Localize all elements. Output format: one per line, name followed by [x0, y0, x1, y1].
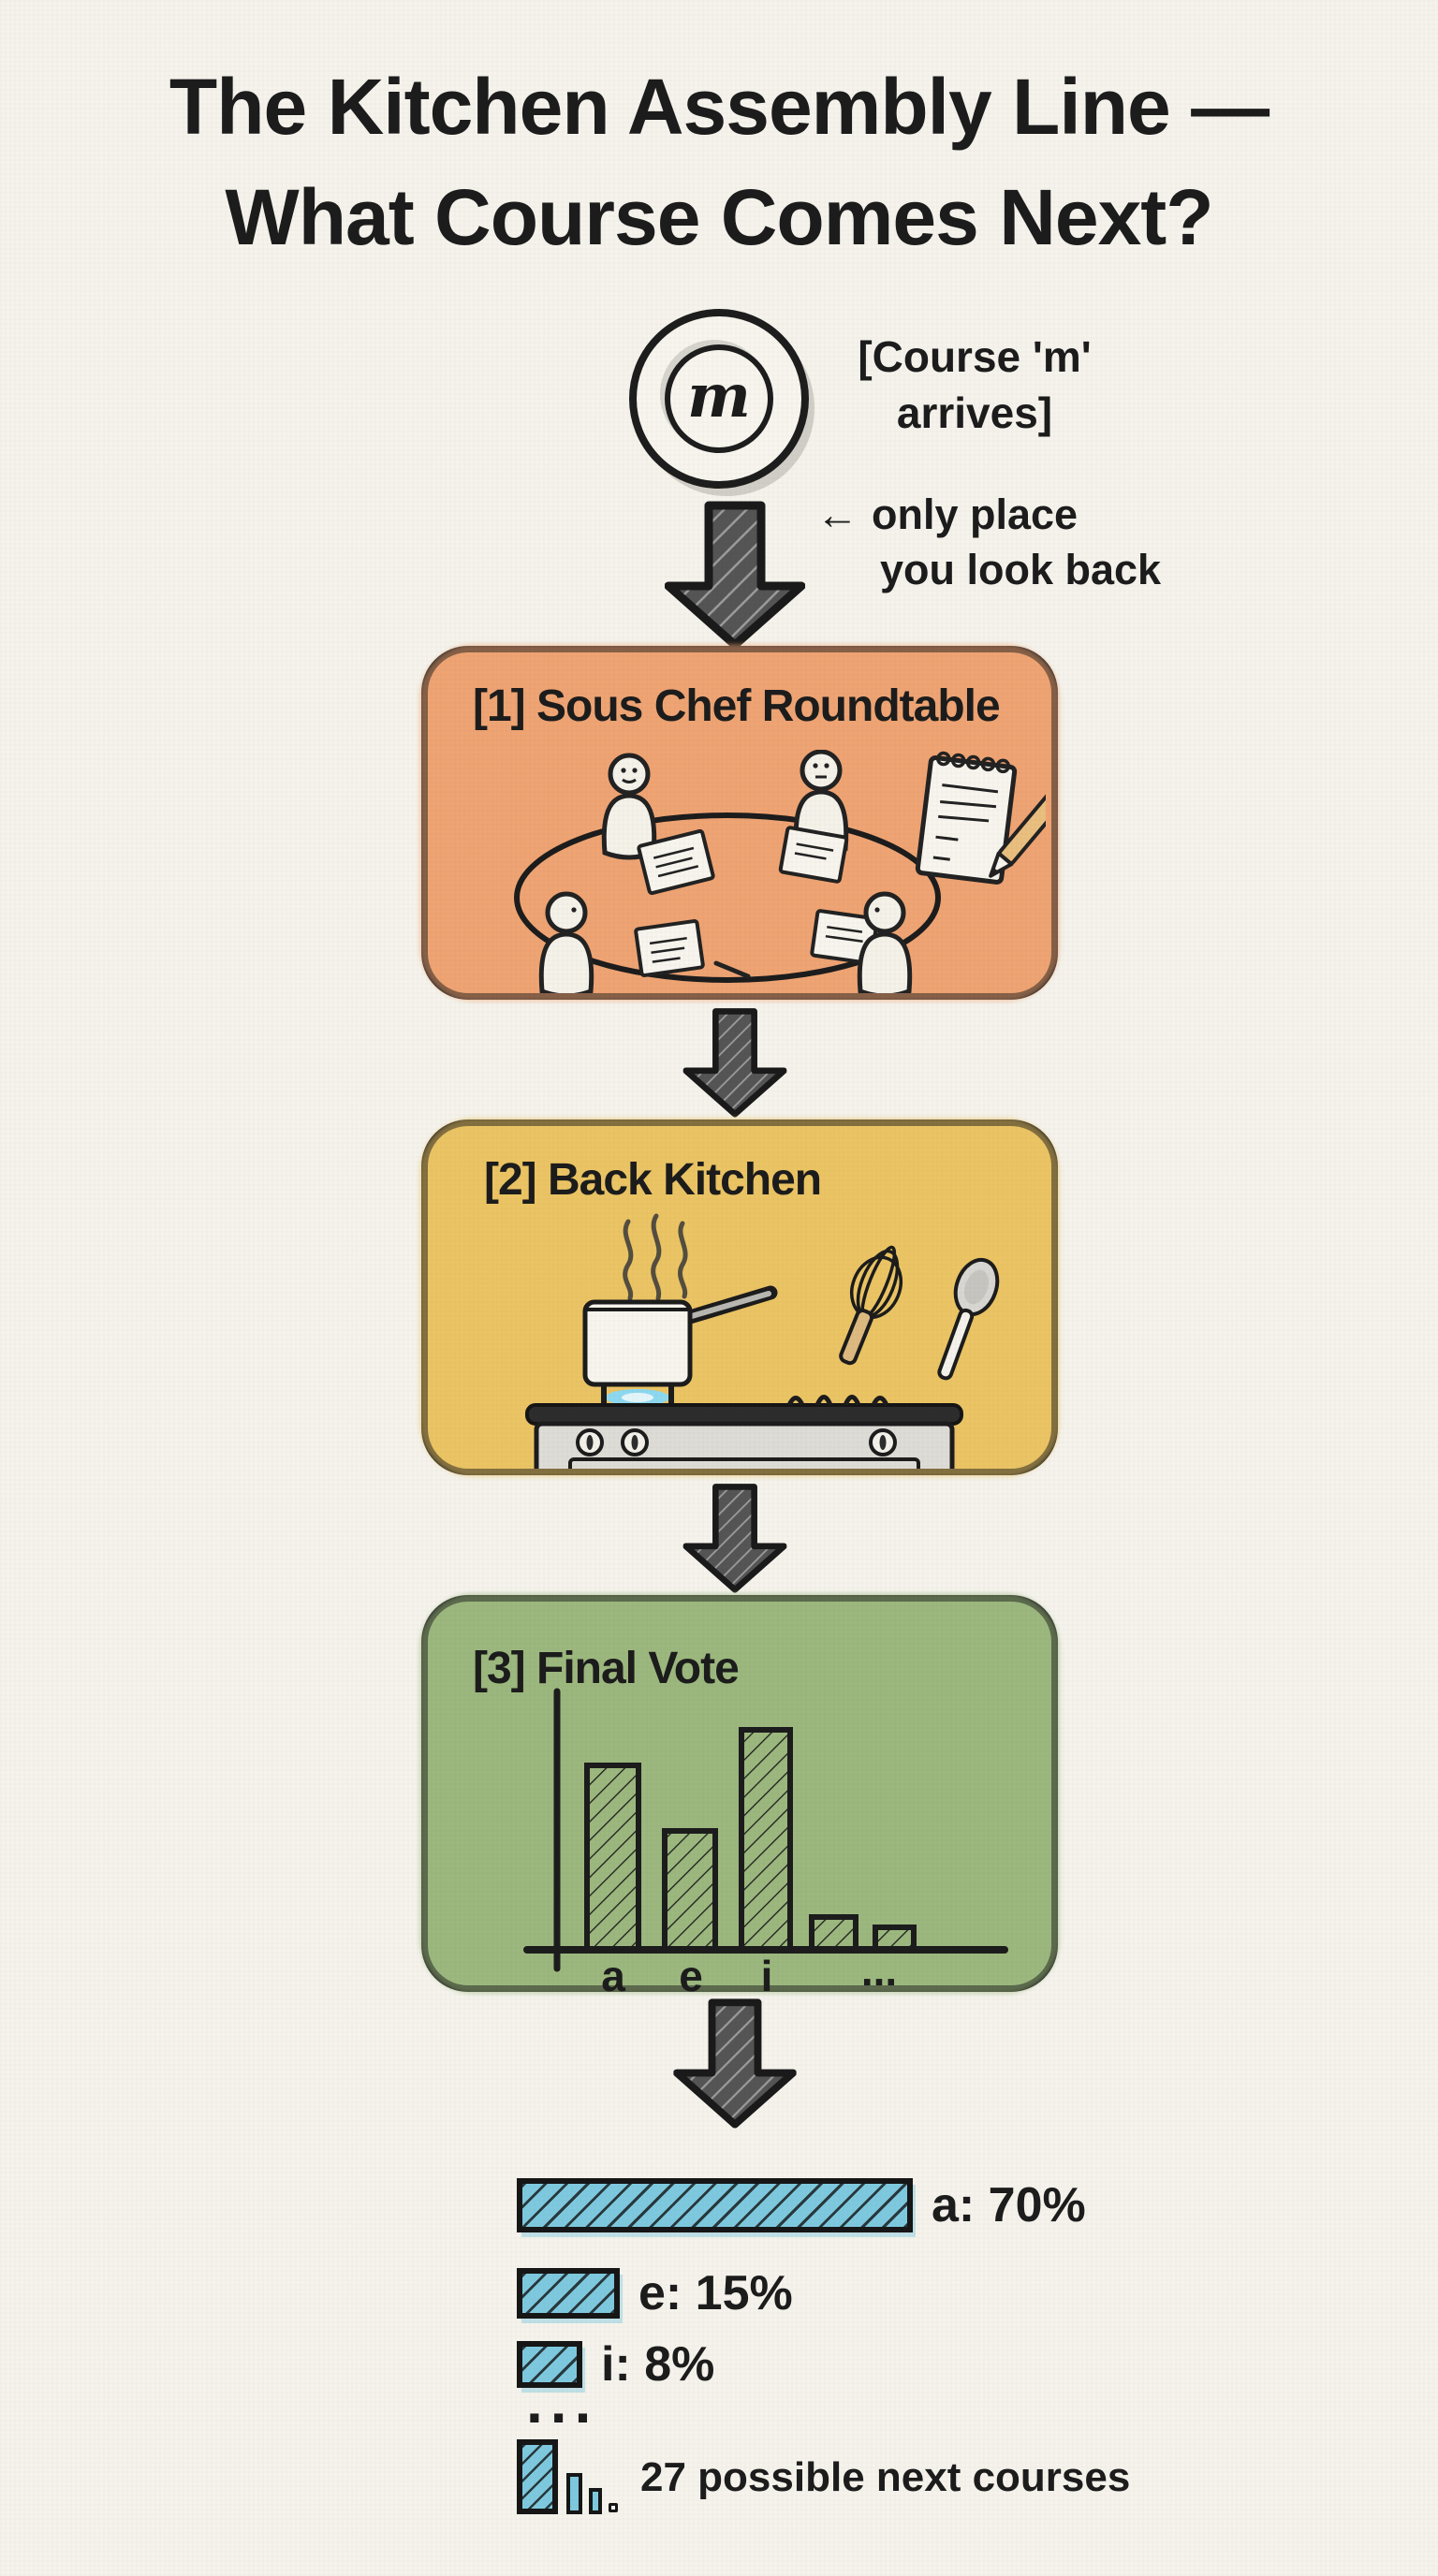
probability-bar-i [517, 2341, 582, 2388]
probability-label-e: e: 15% [638, 2266, 793, 2320]
xlabel-e: e [679, 1952, 703, 1995]
probability-row-e: e: 15% [517, 2265, 793, 2321]
probability-label-a: a: 70% [932, 2178, 1086, 2232]
person-icon [601, 753, 657, 860]
tail-dot-icon [609, 2503, 618, 2512]
down-arrow-icon-1 [665, 500, 805, 650]
stage-box-back-kitchen: [2] Back Kitchen [421, 1120, 1058, 1475]
flame-core [622, 1393, 653, 1402]
page-title-line1: The Kitchen Assembly Line — [169, 63, 1269, 151]
stage-box-sous-chef-roundtable: [1] Sous Chef Roundtable [421, 646, 1058, 1000]
tail-bar-icon-medium [566, 2473, 582, 2514]
plate-icon: m [629, 309, 809, 489]
tail-bar-icon-large [517, 2439, 558, 2514]
pen-icon [713, 960, 751, 979]
probability-row-i: i: 8% [517, 2336, 714, 2393]
whisk-icon [839, 1245, 903, 1366]
lookback-note-text1: only place [872, 490, 1078, 538]
steam-icon [623, 1213, 688, 1301]
stage1-title: [1] Sous Chef Roundtable [473, 681, 1001, 731]
vote-bar [584, 1763, 641, 1953]
paper-icon [634, 919, 705, 977]
pot-icon [582, 1299, 693, 1387]
vote-bar [873, 1925, 917, 1953]
course-arrives-caption: [Course 'm' arrives] [801, 329, 1148, 442]
plate-inner-rim: m [665, 344, 773, 453]
xlabel-i: i [761, 1952, 773, 1995]
stovetop-icon [525, 1403, 963, 1426]
stage-box-final-vote: [3] Final Vote a e i ... [421, 1595, 1058, 1995]
left-arrow-icon: ← [816, 490, 858, 538]
lookback-note-line2: you look back [880, 546, 1162, 594]
stage2-title: [2] Back Kitchen [484, 1155, 822, 1205]
pot-handle-highlight [689, 1291, 771, 1319]
lookback-note-line1: ← only place [816, 487, 1161, 542]
pencil-icon [989, 783, 1046, 878]
probability-bar-a [517, 2178, 913, 2232]
vote-bar [809, 1914, 858, 1953]
probability-bar-e [517, 2268, 620, 2319]
course-token-letter: m [687, 361, 751, 432]
page-title-line2: What Course Comes Next? [225, 173, 1213, 261]
ellipsis-text: ... [526, 2368, 599, 2436]
xlabel-a: a [601, 1952, 625, 1995]
tail-label: 27 possible next courses [640, 2454, 1131, 2500]
tail-bar-icon-small [589, 2488, 602, 2514]
x-axis-labels: a e i ... [601, 1946, 897, 1995]
paper-icon [637, 828, 715, 896]
person-icon [857, 891, 913, 993]
probability-label-i: i: 8% [601, 2337, 715, 2392]
stove-knobs [576, 1428, 897, 1456]
xlabel-ellipsis: ... [861, 1946, 897, 1995]
stove-drawer [568, 1457, 920, 1469]
round-table-icon [514, 812, 941, 983]
vote-bars [584, 1727, 917, 1953]
tail-distribution-row: 27 possible next courses [517, 2439, 1130, 2514]
right-burner-grate-icon [786, 1395, 889, 1407]
stage3-title: [3] Final Vote [473, 1644, 740, 1693]
vote-bar [739, 1727, 793, 1953]
person-icon [538, 891, 594, 993]
spoon-icon [937, 1257, 1000, 1381]
vote-bar [662, 1828, 718, 1953]
down-arrow-icon-4 [665, 1998, 805, 2129]
probability-row-a: a: 70% [517, 2177, 1086, 2233]
notepad-icon [915, 751, 1018, 885]
down-arrow-icon-3 [665, 1483, 805, 1593]
final-vote-chart: a e i ... [523, 1688, 1008, 1995]
stove-illustration [525, 1213, 1000, 1469]
paper-icon [778, 826, 849, 884]
course-arrives-line1: [Course 'm' [858, 332, 1092, 381]
roundtable-illustration [514, 750, 1046, 993]
down-arrow-icon-2 [665, 1007, 805, 1118]
course-arrives-line2: arrives] [896, 388, 1053, 437]
lookback-note: ← only place you look back [816, 487, 1161, 598]
